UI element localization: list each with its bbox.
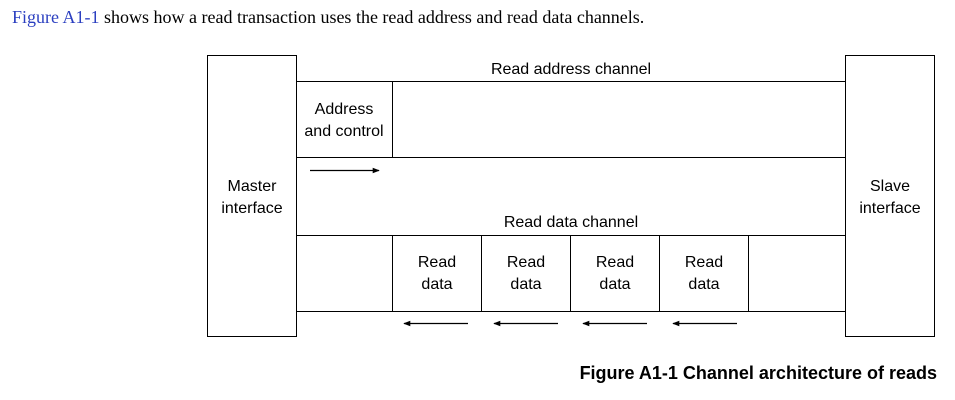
address-and-control-label: and control bbox=[304, 123, 383, 140]
read-data-beat-label: Read bbox=[507, 254, 545, 271]
slave-interface-box bbox=[845, 55, 935, 337]
read-data-beat-label: data bbox=[599, 276, 630, 293]
read-data-beat-label: Read bbox=[596, 254, 634, 271]
intro-text: shows how a read transaction uses the re… bbox=[99, 7, 645, 27]
master-interface-box bbox=[207, 55, 297, 337]
read-data-beat-label: data bbox=[688, 276, 719, 293]
read-data-beat-label: Read bbox=[418, 254, 456, 271]
slave-interface-label: interface bbox=[859, 200, 920, 217]
read-data-beat-label: Read bbox=[685, 254, 723, 271]
master-interface-label: interface bbox=[221, 200, 282, 217]
figure-caption: Figure A1-1 Channel architecture of read… bbox=[579, 363, 937, 383]
read-data-channel-label: Read data channel bbox=[504, 214, 638, 231]
read-data-beat-label: data bbox=[510, 276, 541, 293]
figure-reference-link[interactable]: Figure A1-1 bbox=[12, 7, 100, 27]
read-address-channel-label: Read address channel bbox=[491, 61, 651, 78]
read-data-beat-label: data bbox=[421, 276, 452, 293]
master-interface-label: Master bbox=[228, 178, 278, 195]
address-and-control-label: Address bbox=[315, 101, 374, 118]
intro-paragraph: Figure A1-1 shows how a read transaction… bbox=[12, 7, 644, 28]
slave-interface-label: Slave bbox=[870, 178, 910, 195]
